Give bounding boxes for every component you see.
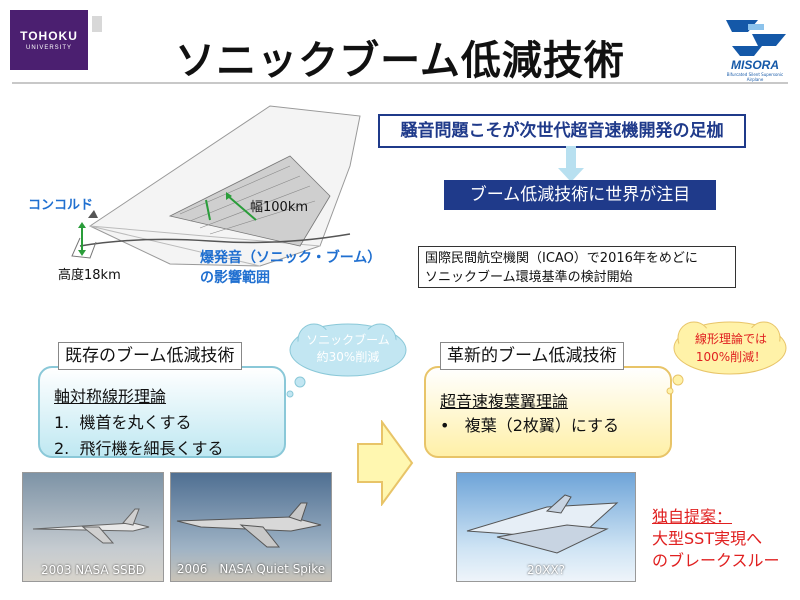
existing-item-2: 2. 飛行機を細長くする (54, 439, 224, 458)
down-arrow-icon (558, 146, 584, 182)
logo-text-line2: UNIVERSITY (25, 45, 72, 51)
existing-cloud-text: ソニックブーム 約30%削減 (290, 332, 406, 366)
photo-nasa-quiet-spike: 2006 NASA Quiet Spike (170, 472, 332, 582)
header-divider (12, 82, 788, 84)
boom-label-line1: 爆発音（ソニック・ブーム） (200, 250, 382, 266)
misora-logo-subtext: Bifurcated Silent Supersonic Airplane (726, 72, 784, 82)
misora-logo: MISORA Bifurcated Silent Supersonic Airp… (718, 14, 792, 82)
innovative-cloud-line1: 線形理論では (694, 332, 767, 346)
jet-aircraft-icon (176, 502, 322, 548)
innovative-cloud-line2: 100%削減！ (695, 350, 767, 364)
misora-logo-text: MISORA (731, 58, 779, 72)
proposal-label: 独自提案： 大型SST実現へ のブレークスルー (652, 506, 780, 572)
innovative-item: • 複葉（2枚翼）にする (440, 416, 620, 435)
key-issue-box: 騒音問題こそが次世代超音速機開発の足枷 (378, 114, 746, 148)
thought-cloud-existing (286, 323, 407, 398)
photo-nasa-ssbd: 2003 NASA SSBD (22, 472, 164, 582)
thought-cloud-innovative (666, 321, 787, 395)
proposal-line2: 大型SST実現へ (652, 529, 763, 548)
logo-text-line1: TOHOKU (20, 29, 78, 43)
width-label: 幅100km (250, 200, 309, 215)
innovative-section-title: 革新的ブーム低減技術 (440, 342, 624, 370)
photo2-caption: 2006 NASA Quiet Spike (176, 562, 326, 576)
icao-note-box: 国際民間航空機関（ICAO）で2016年をめどに ソニックブーム環境基準の検討開… (418, 246, 736, 288)
tohoku-logo: TOHOKU UNIVERSITY (10, 10, 102, 70)
boom-label-line2: の影響範囲 (200, 270, 270, 286)
existing-tech-panel: 軸対称線形理論 1. 機首を丸くする 2. 飛行機を細長くする (38, 366, 286, 458)
logo-corner-decoration (92, 16, 102, 32)
boom-range-label: 爆発音（ソニック・ブーム） の影響範囲 (200, 248, 381, 288)
existing-item-1: 1. 機首を丸くする (54, 413, 192, 432)
existing-cloud-line2: 約30%削減 (316, 350, 380, 364)
concorde-label: コンコルド (28, 198, 94, 213)
right-arrow-icon (357, 420, 414, 506)
jet-aircraft-icon (32, 508, 150, 544)
photo3-caption: 20XX? (526, 563, 566, 577)
innovative-theory: 超音速複葉翼理論 (440, 392, 569, 411)
existing-section-title: 既存のブーム低減技術 (58, 342, 242, 370)
existing-cloud-line1: ソニックブーム (306, 333, 390, 347)
page-title: ソニックブーム低減技術 (175, 38, 625, 84)
proposal-line3: のブレークスルー (652, 551, 780, 570)
sonic-boom-cone-diagram (71, 105, 361, 267)
icao-line2: ソニックブーム環境基準の検討開始 (425, 270, 633, 285)
misora-emblem-icon (726, 20, 786, 56)
existing-theory: 軸対称線形理論 (54, 387, 167, 406)
innovative-cloud-text: 線形理論では 100%削減！ (676, 330, 786, 366)
innovative-tech-panel: 超音速複葉翼理論 • 複葉（2枚翼）にする (424, 366, 672, 458)
icao-line1: 国際民間航空機関（ICAO）で2016年をめどに (425, 251, 698, 266)
world-focus-box: ブーム低減技術に世界が注目 (444, 180, 716, 210)
photo-concept-aircraft: 20XX? (456, 472, 636, 582)
altitude-label: 高度18km (58, 268, 121, 283)
photo1-caption: 2003 NASA SSBD (40, 563, 146, 577)
proposal-line1: 独自提案： (652, 507, 733, 526)
biplane-concept-aircraft-icon (466, 494, 619, 554)
